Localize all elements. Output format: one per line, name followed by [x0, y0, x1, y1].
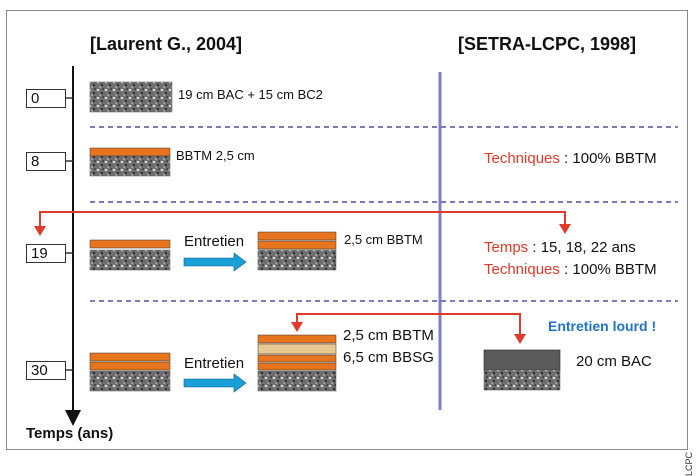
layer-bac-dark-row30: [483, 349, 561, 371]
layer-base-row8: [89, 155, 171, 177]
layer-bbtm-row30-top: [257, 334, 337, 344]
lcpc-watermark: LCPC: [684, 452, 694, 476]
header-right-source: [SETRA-LCPC, 1998]: [458, 34, 637, 54]
label-row30-bottom: 6,5 cm BBSG: [343, 349, 434, 366]
layer-bbtm-row30-mid2: [257, 362, 337, 371]
layer-base-row30-before: [89, 370, 171, 392]
right-row19-value2: : 100% BBTM: [559, 261, 657, 278]
layer-bbtm-row30-b: [89, 361, 171, 371]
layer-bbtm-row30-mid1: [257, 354, 337, 363]
layer-bbtm-row30-a: [89, 352, 171, 362]
red-link-row30: [296, 313, 521, 336]
red-arrowhead-left-row30: [291, 322, 303, 332]
heavy-maintenance-heading: Entretien lourd !: [548, 318, 657, 334]
label-row0: 19 cm BAC + 15 cm BC2: [178, 87, 323, 102]
entretien-arrow-row19: [183, 252, 247, 272]
entretien-arrow-row30: [183, 373, 247, 393]
right-row19-key2: Techniques: [484, 261, 560, 278]
time-tick-0: 0: [26, 89, 66, 108]
layer-bbtm-row19-new: [257, 231, 337, 241]
layer-base-row30-right: [483, 369, 561, 391]
red-arrowhead-left-row19: [34, 226, 46, 236]
right-row8-text: Techniques : 100% BBTM: [484, 150, 657, 167]
layer-bbtm-row8: [89, 147, 171, 157]
label-right-row30: 20 cm BAC: [576, 353, 652, 370]
header-left-source: [Laurent G., 2004]: [90, 34, 243, 54]
time-tick-30: 30: [26, 361, 66, 380]
time-tick-19: 19: [26, 244, 66, 263]
right-row19-line2: Techniques : 100% BBTM: [484, 261, 657, 278]
red-link-row19: [39, 211, 566, 228]
layer-bbsg-row30: [257, 343, 337, 355]
entretien-label-row19: Entretien: [184, 233, 245, 250]
red-arrowhead-right-row19: [559, 224, 571, 234]
layer-bac-bc2-row0: [89, 81, 173, 113]
label-row19: 2,5 cm BBTM: [344, 232, 423, 247]
diagram-canvas: [34, 66, 678, 426]
right-row19-value1: : 15, 18, 22 ans: [528, 239, 636, 256]
layer-bbtm-row19-old: [257, 240, 337, 250]
layer-bbtm-row19-before: [89, 239, 171, 249]
red-arrowhead-right-row30: [514, 334, 526, 344]
entretien-label-row30: Entretien: [184, 355, 245, 372]
layer-base-row19-after: [257, 249, 337, 271]
right-row19-key1: Temps: [484, 239, 529, 256]
layer-base-row19-before: [89, 249, 171, 271]
label-row30-top: 2,5 cm BBTM: [343, 327, 434, 344]
right-row19-line1: Temps : 15, 18, 22 ans: [484, 239, 636, 256]
label-row8: BBTM 2,5 cm: [176, 148, 255, 163]
right-row8-value: : 100% BBTM: [559, 150, 657, 167]
layer-base-row30-after: [257, 370, 337, 392]
time-tick-8: 8: [26, 152, 66, 171]
right-row8-key: Techniques: [484, 150, 560, 167]
axis-title: Temps (ans): [26, 425, 114, 442]
